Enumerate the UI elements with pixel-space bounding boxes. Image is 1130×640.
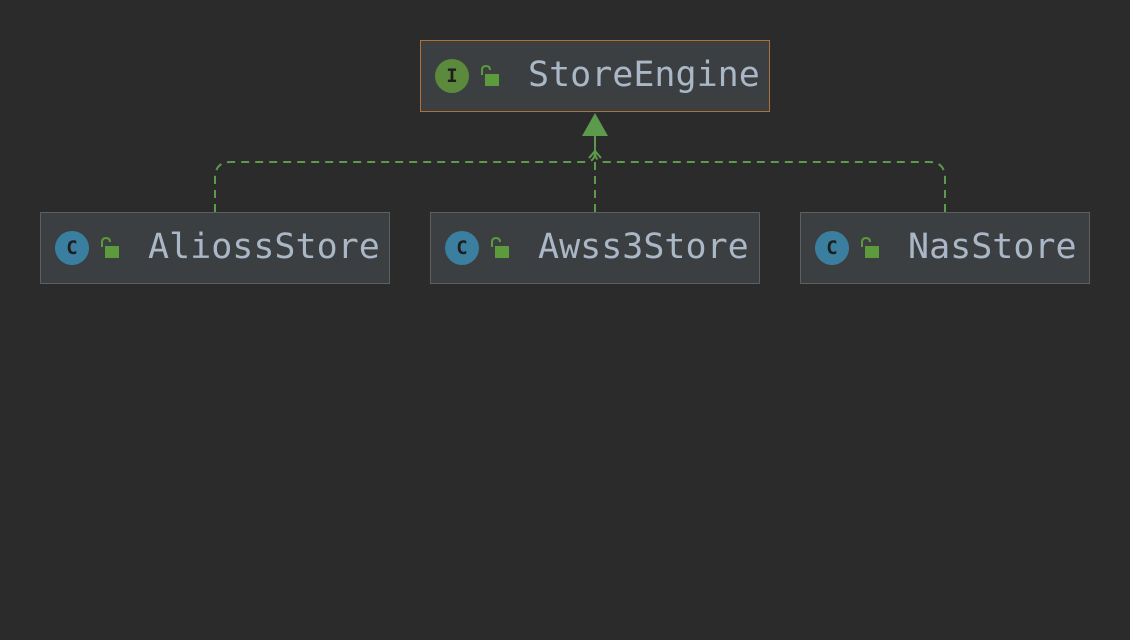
node-label: AliossStore <box>148 227 380 267</box>
node-storeengine[interactable]: I StoreEngine <box>420 40 770 112</box>
implements-arrowhead <box>582 113 608 136</box>
node-awss3store[interactable]: C Awss3Store <box>430 212 760 284</box>
class-icon: C <box>55 231 89 265</box>
edge-nas-to-storeengine <box>594 136 946 212</box>
edge-junction-chevron <box>588 149 602 159</box>
edge-alioss-to-storeengine <box>214 136 596 212</box>
node-label: Awss3Store <box>538 227 749 267</box>
public-unlock-icon <box>101 237 119 258</box>
interface-icon: I <box>435 59 469 93</box>
node-aliossstore[interactable]: C AliossStore <box>40 212 390 284</box>
node-label: StoreEngine <box>528 55 760 95</box>
class-icon: C <box>445 231 479 265</box>
public-unlock-icon <box>481 65 499 86</box>
public-unlock-icon <box>491 237 509 258</box>
node-label: NasStore <box>908 227 1077 267</box>
public-unlock-icon <box>861 237 879 258</box>
class-icon: C <box>815 231 849 265</box>
node-nasstore[interactable]: C NasStore <box>800 212 1090 284</box>
